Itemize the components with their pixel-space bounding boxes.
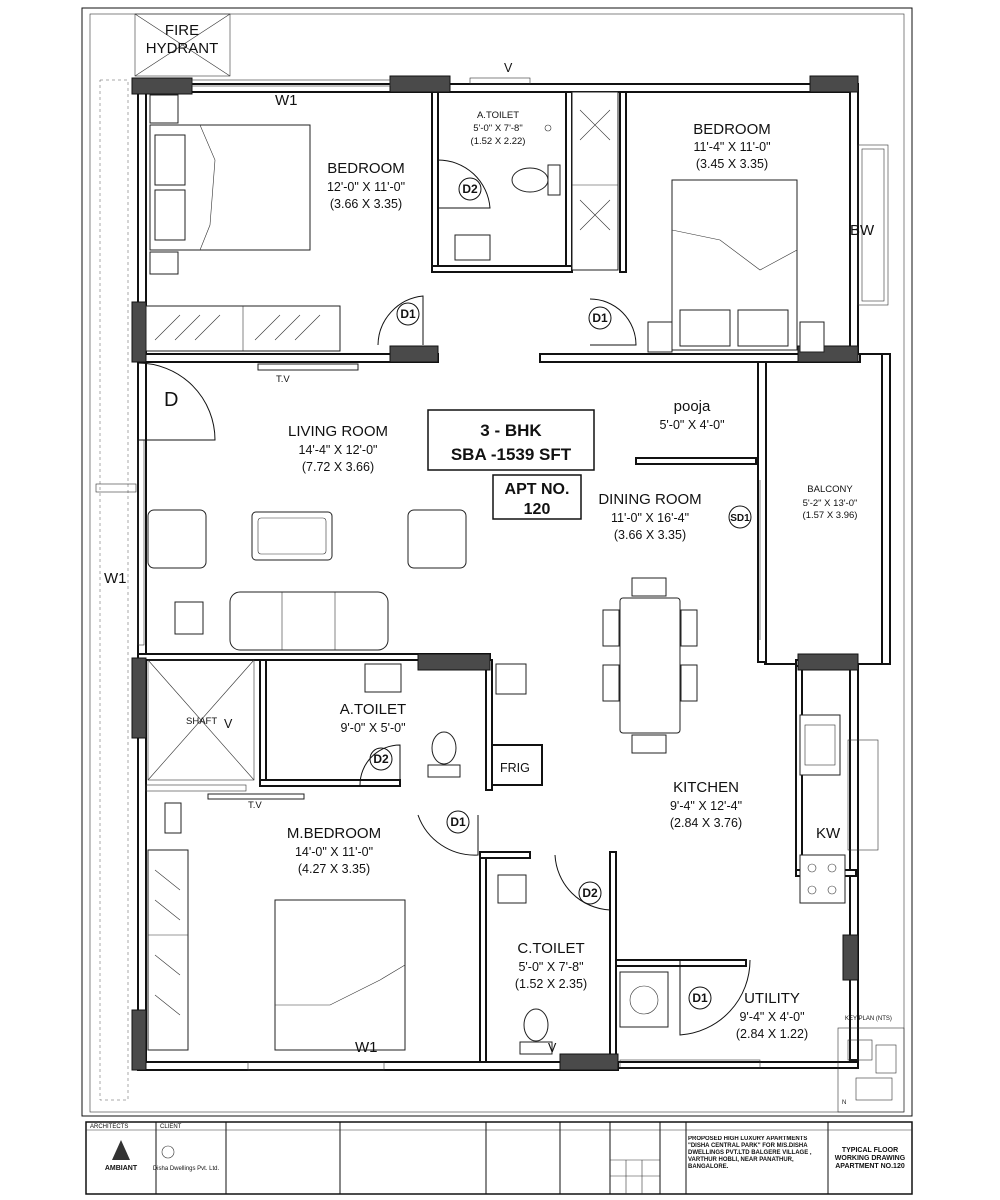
bedroom-2-size-m: (3.45 X 3.35)	[696, 157, 768, 171]
shaft-vent-label: V	[224, 717, 233, 731]
ctoilet-size-ft: 5'-0" X 7'-8"	[518, 960, 583, 974]
d2-tag-atoilet-top: D2	[462, 182, 478, 196]
living-furniture	[147, 509, 467, 651]
mbedroom-size-ft: 14'-0" X 11'-0"	[295, 845, 373, 859]
d2-tag-ctoilet: D2	[582, 886, 598, 900]
kitchen-fixtures	[619, 714, 846, 1028]
sba-label: SBA -1539 SFT	[451, 445, 572, 464]
bed-bedroom-2	[571, 91, 825, 353]
fire-hydrant-label: FIRE	[165, 22, 199, 39]
north-label: N	[842, 1100, 846, 1106]
atoilet-top-size-m: (1.52 X 2.22)	[471, 136, 526, 147]
tv-label-mbedroom: T.V	[248, 800, 262, 811]
sd1-tag: SD1	[730, 513, 750, 524]
v-tag-top: V	[504, 61, 513, 75]
d1-tag-bedroom1: D1	[400, 307, 416, 321]
d1-tag-utility: D1	[692, 991, 708, 1005]
atoilet-mid-size-ft: 9'-0" X 5'-0"	[340, 721, 405, 735]
living-room-size-ft: 14'-4" X 12'-0"	[299, 443, 378, 457]
toilet-fixtures-top	[454, 124, 561, 261]
dining-table	[602, 577, 698, 754]
ctoilet-name: C.TOILET	[517, 940, 584, 957]
opening-tags: W1 W1 W1 BW KW V D D1 D1 D2 SD1 D2 D1 D2…	[104, 61, 875, 1056]
wardrobe-bedroom	[145, 305, 341, 352]
left-boundary-strip	[99, 79, 129, 1101]
bedroom-1-name: BEDROOM	[327, 160, 405, 177]
door-swings	[137, 159, 761, 1036]
key-plan: KEY PLAN (NTS) N	[837, 1016, 905, 1113]
shaft-label: SHAFT	[186, 716, 217, 727]
sheet-inner-border	[89, 13, 905, 1113]
bedroom-2-name: BEDROOM	[693, 121, 771, 138]
apt-number: 120	[524, 501, 551, 518]
utility-size-m: (2.84 X 1.22)	[736, 1027, 808, 1041]
tv-label-living: T.V	[276, 374, 290, 385]
fire-hydrant-label-2: HYDRANT	[146, 40, 219, 57]
sheet-border	[81, 7, 913, 1117]
d1-tag-bedroom2: D1	[592, 311, 608, 325]
drawing-title-1: TYPICAL FLOOR	[842, 1147, 898, 1154]
bed-bedroom	[149, 94, 311, 275]
kitchen-size-m: (2.84 X 3.76)	[670, 816, 742, 830]
w1-tag-bottom: W1	[355, 1039, 378, 1056]
dining-room-size-ft: 11'-0" X 16'-4"	[611, 511, 689, 525]
balcony-size-ft: 5'-2" X 13'-0"	[803, 498, 858, 509]
ctoilet-fixtures: V	[497, 874, 557, 1055]
d2-tag-atoilet-mid: D2	[373, 752, 389, 766]
utility-name: UTILITY	[744, 990, 800, 1007]
title-block: ARCHITECTS CLIENT AMBIANT Disha Dwelling…	[85, 1121, 913, 1195]
tv-unit-living: T.V	[257, 363, 359, 385]
dining-room-size-m: (3.66 X 3.35)	[614, 528, 686, 542]
living-room-name: LIVING ROOM	[288, 423, 388, 440]
bedroom-1-size-m: (3.66 X 3.35)	[330, 197, 402, 211]
w1-tag-left: W1	[104, 570, 127, 587]
pooja-size-ft: 5'-0" X 4'-0"	[659, 418, 724, 432]
ctoilet-vent-label: V	[548, 1041, 557, 1055]
ctoilet-size-m: (1.52 X 2.35)	[515, 977, 587, 991]
architect-logo-text: AMBIANT	[105, 1165, 138, 1172]
main-door-tag: D	[164, 389, 178, 411]
fire-hydrant: FIRE HYDRANT	[134, 13, 231, 77]
apt-label: APT NO.	[505, 481, 570, 498]
kitchen-size-ft: 9'-4" X 12'-4"	[670, 799, 742, 813]
mbedroom-name: M.BEDROOM	[287, 825, 381, 842]
w1-tag-top: W1	[275, 92, 298, 109]
apartment-info-box: 3 - BHK SBA -1539 SFT APT NO. 120	[427, 409, 595, 520]
bw-tag: BW	[850, 222, 875, 239]
dining-room-name: DINING ROOM	[598, 491, 701, 508]
drawing-title-2: WORKING DRAWING	[835, 1155, 906, 1162]
mbedroom-furniture: T.V	[147, 793, 406, 1051]
drawing-title-3: APARTMENT NO.120	[835, 1163, 905, 1170]
shaft: SHAFT V	[147, 659, 255, 781]
d1-tag-mbedroom: D1	[450, 815, 466, 829]
atoilet-top-size-ft: 5'-0" X 7'-8"	[473, 123, 522, 134]
architects-label: ARCHITECTS	[90, 1124, 128, 1130]
bedroom-1-size-ft: 12'-0" X 11'-0"	[327, 180, 405, 194]
client-label: CLIENT	[160, 1124, 182, 1130]
pooja-name: pooja	[674, 398, 711, 415]
client-name: Disha Dwellings Pvt. Ltd.	[153, 1166, 220, 1172]
bhk-label: 3 - BHK	[480, 421, 542, 440]
mbedroom-size-m: (4.27 X 3.35)	[298, 862, 370, 876]
atoilet-mid-name: A.TOILET	[340, 701, 406, 718]
project-description-box: PROPOSED HIGH LUXURY APARTMENTS "DISHA C…	[688, 1136, 812, 1170]
frig-label: FRIG	[500, 761, 530, 775]
room-labels: BEDROOM 12'-0" X 11'-0" (3.66 X 3.35) BE…	[287, 110, 858, 1041]
project-description: PROPOSED HIGH LUXURY APARTMENTS "DISHA C…	[688, 1136, 812, 1170]
bedroom-2-size-ft: 11'-4" X 11'-0"	[693, 140, 770, 154]
balcony-size-m: (1.57 X 3.96)	[803, 510, 858, 521]
balcony-name: BALCONY	[807, 484, 853, 495]
living-room-size-m: (7.72 X 3.66)	[302, 460, 374, 474]
toilet-fixtures-mid	[364, 663, 527, 778]
key-plan-label: KEY PLAN (NTS)	[845, 1016, 892, 1022]
kitchen-name: KITCHEN	[673, 779, 739, 796]
kw-tag: KW	[816, 825, 841, 842]
columns	[131, 75, 859, 1071]
atoilet-top-name: A.TOILET	[477, 110, 519, 121]
utility-size-ft: 9'-4" X 4'-0"	[739, 1010, 804, 1024]
